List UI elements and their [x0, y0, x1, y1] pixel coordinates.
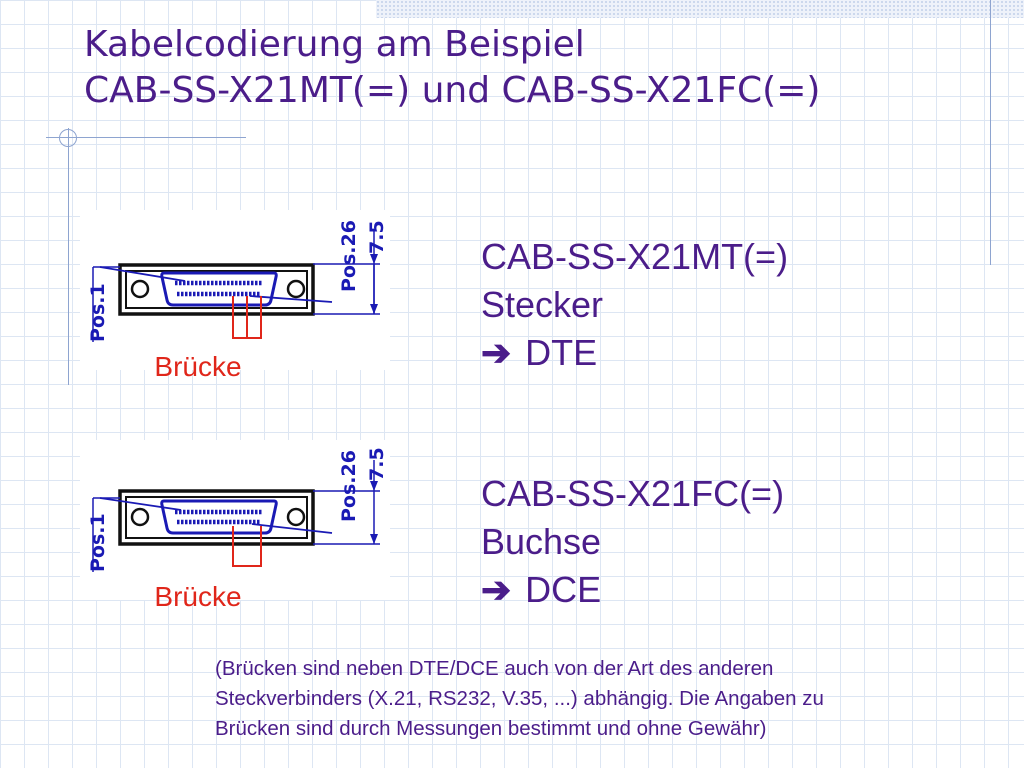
connector-description-fc: CAB-SS-X21FC(=) Buchse ➔ DCE	[481, 470, 784, 614]
connector-description-mt: CAB-SS-X21MT(=) Stecker ➔ DTE	[481, 233, 788, 377]
right-arrow-icon: ➔	[481, 569, 512, 610]
pin-1-label: Pos.1	[87, 513, 109, 572]
connector-drawing-fc: Pos.1 Pos.26 7.5	[87, 447, 388, 572]
connector-type: Stecker	[481, 284, 604, 325]
dimension-label: 7.5	[366, 447, 388, 481]
pin-26-label: Pos.26	[338, 220, 360, 292]
connector-name: CAB-SS-X21FC(=)	[481, 473, 785, 514]
deco-circle	[59, 129, 77, 147]
connector-type: Buchse	[481, 521, 602, 562]
connector-role: DTE	[525, 332, 598, 373]
pin-1-label: Pos.1	[87, 283, 109, 342]
connector-diagram-fc: Pos.1 Pos.26 7.5	[80, 440, 390, 600]
deco-left-vertical-line	[68, 128, 69, 385]
dimension-label: 7.5	[366, 220, 388, 254]
footnote-line-1: (Brücken sind neben DTE/DCE auch von der…	[215, 657, 774, 680]
footnote-line-3: Brücken sind durch Messungen bestimmt un…	[215, 717, 767, 740]
bridge-label-fc: Brücke	[154, 581, 242, 612]
deco-horizontal-line	[46, 137, 246, 138]
connector-diagram-mt: Pos.1 Pos.26 7.5	[80, 210, 390, 370]
deco-right-vertical-line	[990, 0, 991, 265]
top-decorative-band	[376, 0, 1024, 18]
footnote: (Brücken sind neben DTE/DCE auch von der…	[215, 654, 995, 744]
connector-role-row: ➔ DCE	[481, 566, 784, 614]
slide-title: Kabelcodierung am Beispiel CAB-SS-X21MT(…	[84, 22, 820, 114]
connector-role-row: ➔ DTE	[481, 329, 788, 377]
connector-name: CAB-SS-X21MT(=)	[481, 236, 789, 277]
bridge-label-mt: Brücke	[154, 351, 242, 382]
footnote-line-2: Steckverbinders (X.21, RS232, V.35, ...)…	[215, 687, 824, 710]
connector-role: DCE	[525, 569, 602, 610]
right-arrow-icon: ➔	[481, 332, 512, 373]
title-line-2: CAB-SS-X21MT(=) und CAB-SS-X21FC(=)	[84, 70, 821, 111]
title-line-1: Kabelcodierung am Beispiel	[84, 24, 585, 65]
pin-26-label: Pos.26	[338, 450, 360, 522]
connector-drawing-mt: Pos.1 Pos.26 7.5	[87, 220, 388, 342]
